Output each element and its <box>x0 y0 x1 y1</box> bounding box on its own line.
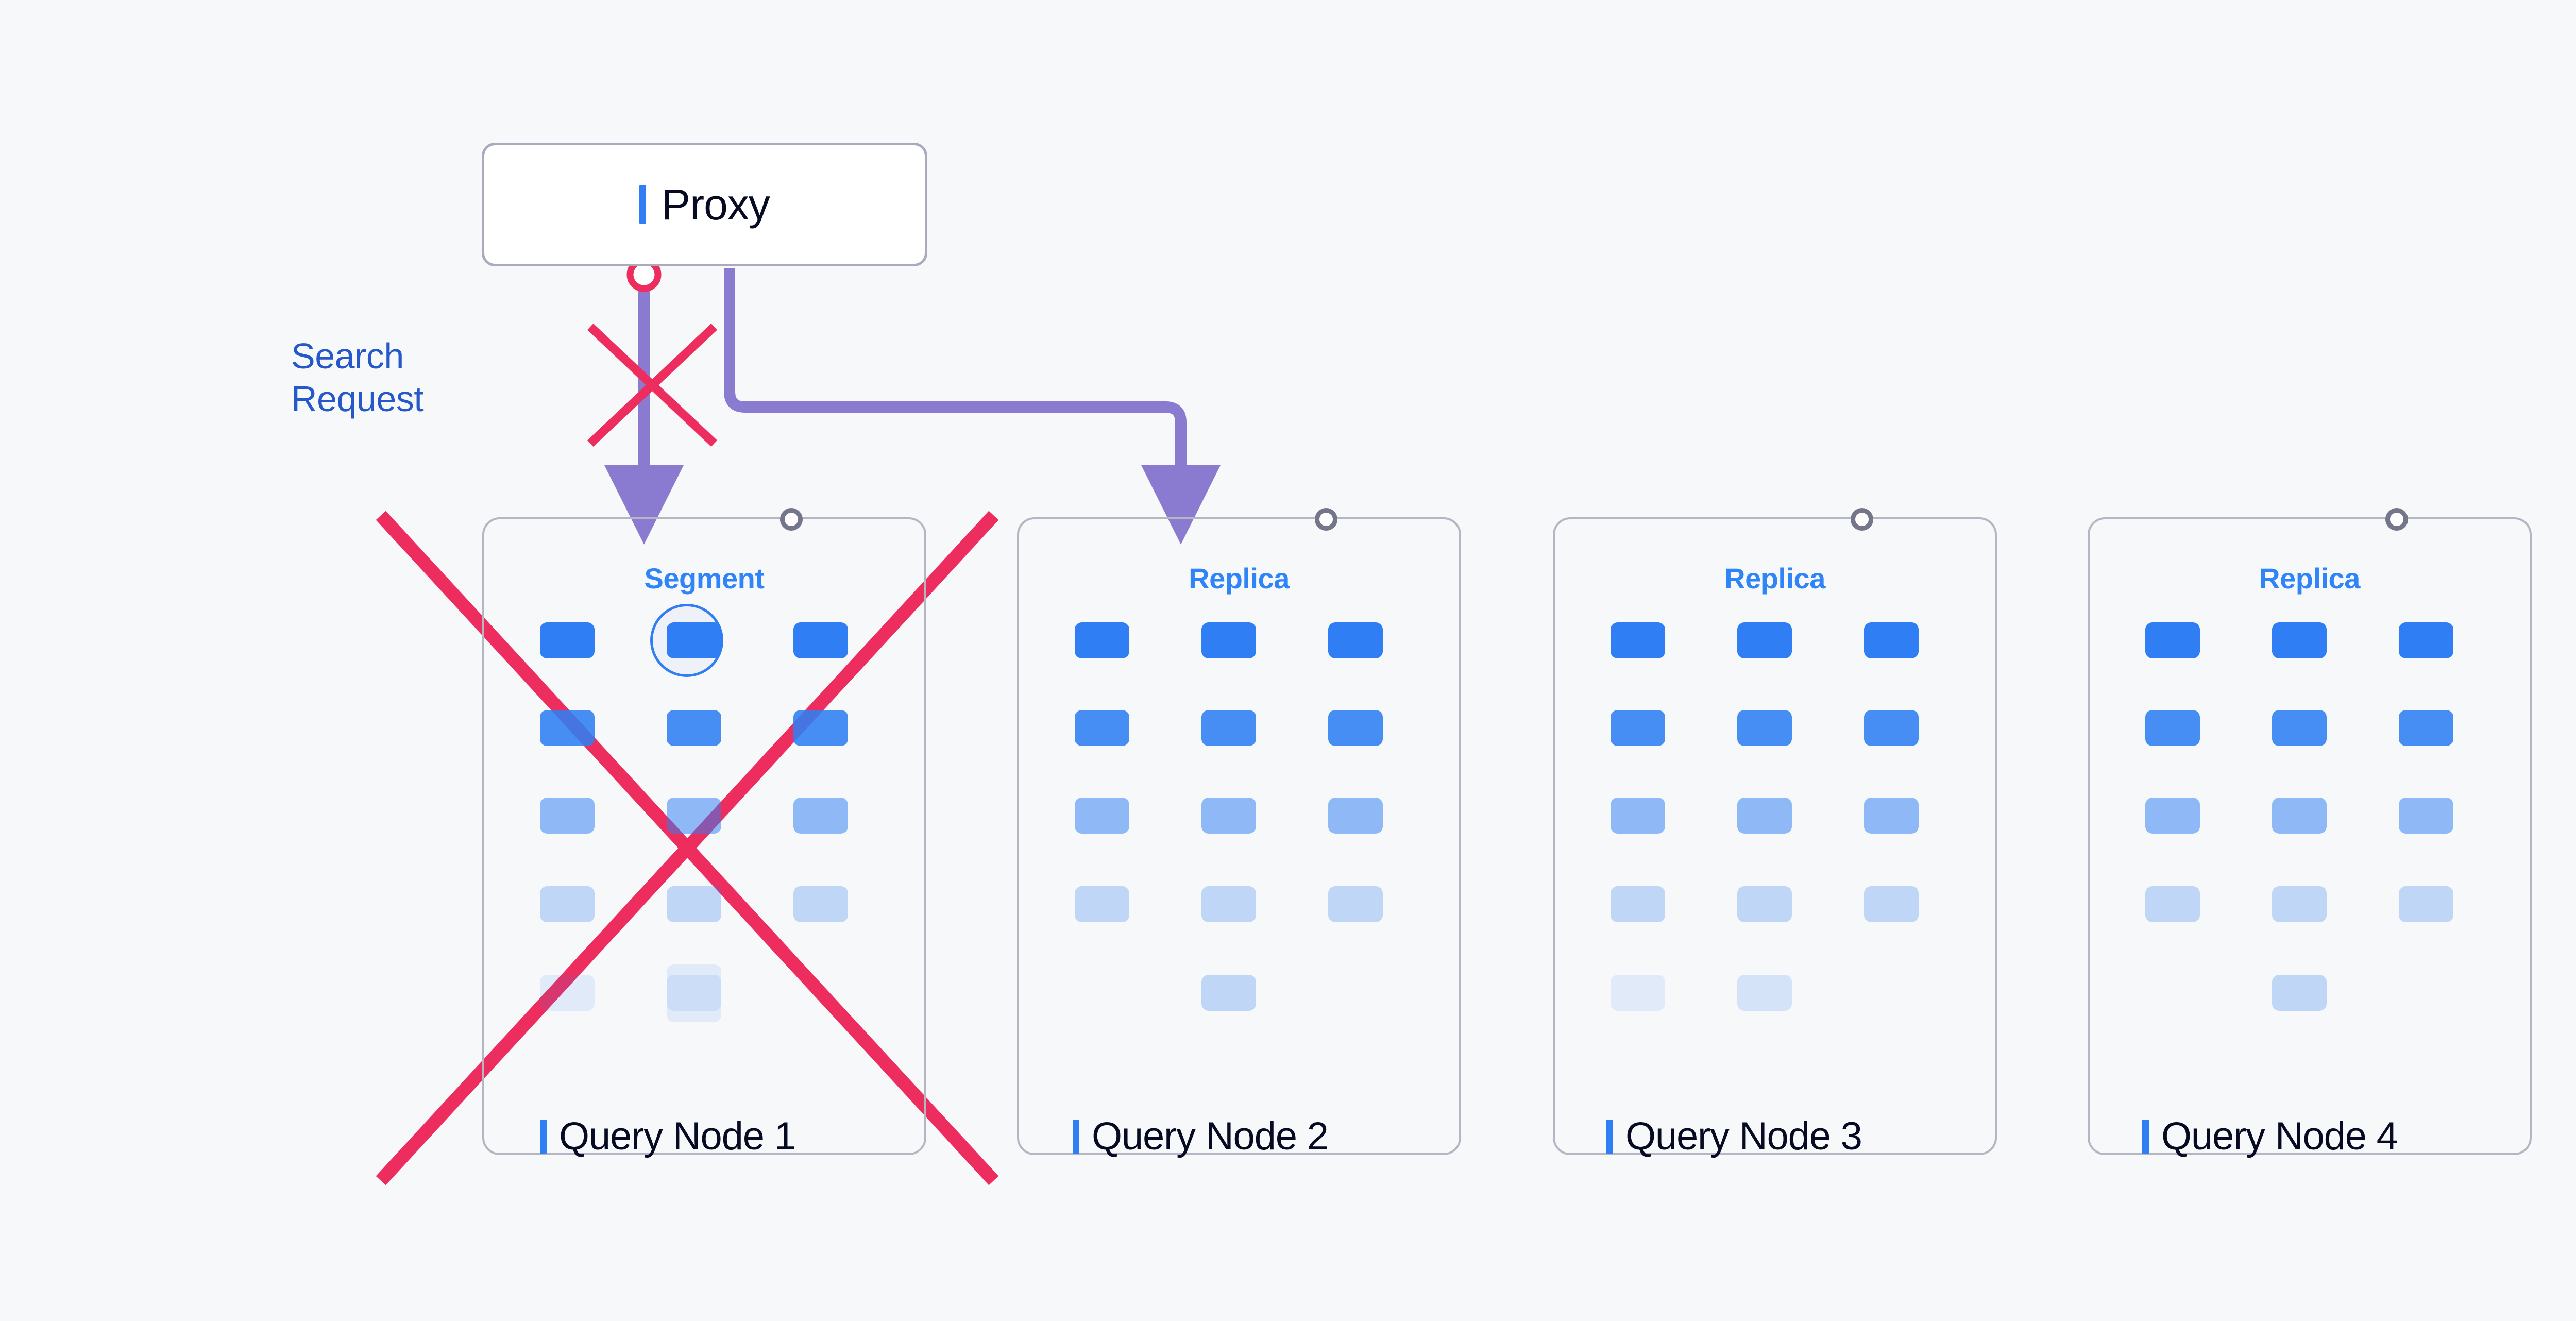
accent-bar-icon <box>1606 1120 1613 1154</box>
accent-bar-icon <box>2142 1120 2149 1154</box>
grid-cell <box>540 798 595 834</box>
grid-cell <box>1864 798 1919 834</box>
node-connector-dot-icon <box>1851 508 1873 531</box>
query-node-3-kind: Replica <box>1724 562 1825 595</box>
grid-cell <box>1864 710 1919 746</box>
grid-cell <box>540 710 595 746</box>
grid-cell <box>2272 710 2327 746</box>
grid-cell <box>1611 975 1665 1011</box>
grid-cell <box>2272 975 2327 1011</box>
query-node-4-kind: Replica <box>2259 562 2360 595</box>
query-node-2-label-text: Query Node 2 <box>1092 1114 1329 1158</box>
grid-cell <box>793 798 848 834</box>
grid-cell <box>540 622 595 658</box>
grid-cell <box>1328 622 1383 658</box>
query-node-3-card[interactable]: Replica <box>1553 508 1997 1155</box>
grid-cell <box>2145 798 2200 834</box>
red-cross-icon <box>587 323 718 447</box>
query-node-4-label: Query Node 4 <box>2142 1117 2398 1156</box>
proxy-box[interactable]: Proxy <box>482 143 927 266</box>
grid-cell <box>667 710 721 746</box>
grid-cell <box>1075 798 1129 834</box>
grid-cell <box>540 886 595 922</box>
query-node-3-label-text: Query Node 3 <box>1625 1114 1862 1158</box>
grid-cell <box>2399 622 2453 658</box>
grid-cell <box>1864 622 1919 658</box>
grid-cell <box>1328 798 1383 834</box>
grid-cell <box>1328 886 1383 922</box>
grid-cell <box>793 886 848 922</box>
grid-cell <box>2145 886 2200 922</box>
search-request-line-2: Request <box>291 378 424 419</box>
query-node-1-card[interactable]: Segment <box>482 508 926 1155</box>
query-node-2-grid <box>1061 622 1422 1045</box>
grid-cell <box>1201 886 1256 922</box>
search-request-line-1: Search <box>291 336 404 376</box>
grid-cell <box>1611 886 1665 922</box>
grid-cell <box>1737 886 1792 922</box>
query-node-4-grid <box>2132 622 2493 1045</box>
grid-cell <box>1737 798 1792 834</box>
node-connector-dot-icon <box>1315 508 1337 531</box>
query-node-4-card[interactable]: Replica <box>2088 508 2532 1155</box>
grid-cell <box>1201 975 1256 1011</box>
grid-cell <box>793 710 848 746</box>
query-node-1-kind: Segment <box>644 562 765 595</box>
grid-cell <box>2399 886 2453 922</box>
grid-cell <box>667 798 721 834</box>
accent-bar-icon <box>1073 1120 1079 1154</box>
grid-cell <box>1075 886 1129 922</box>
grid-cell <box>1611 798 1665 834</box>
grid-cell <box>667 886 721 922</box>
grid-cell <box>1864 886 1919 922</box>
grid-cell <box>2272 798 2327 834</box>
grid-cell <box>1075 622 1129 658</box>
grid-cell <box>1737 710 1792 746</box>
grid-cell <box>1611 622 1665 658</box>
query-node-1-label: Query Node 1 <box>540 1114 796 1158</box>
search-request-label: Search Request <box>291 335 424 420</box>
grid-cell <box>2399 710 2453 746</box>
query-node-2-card[interactable]: Replica <box>1017 508 1461 1155</box>
proxy-title: Proxy <box>662 180 770 229</box>
accent-bar-icon <box>540 1120 547 1154</box>
query-node-3-grid <box>1597 622 1958 1045</box>
grid-cell <box>667 975 721 1011</box>
grid-cell <box>1201 710 1256 746</box>
query-node-1-label-text: Query Node 1 <box>559 1114 796 1158</box>
grid-cell <box>1075 710 1129 746</box>
query-node-3-label: Query Node 3 <box>1606 1117 1862 1156</box>
query-node-2-label: Query Node 2 <box>1073 1114 1329 1158</box>
node-connector-dot-icon <box>2385 508 2408 531</box>
grid-cell <box>540 975 595 1011</box>
grid-cell <box>2272 622 2327 658</box>
grid-cell-highlighted <box>667 622 721 658</box>
grid-cell <box>2272 886 2327 922</box>
grid-cell <box>1201 622 1256 658</box>
node-connector-dot-icon <box>780 508 803 531</box>
grid-cell <box>1737 622 1792 658</box>
grid-cell <box>1611 710 1665 746</box>
grid-cell <box>2145 622 2200 658</box>
grid-cell <box>2399 798 2453 834</box>
query-node-4-label-text: Query Node 4 <box>2161 1114 2398 1158</box>
query-node-2-kind: Replica <box>1189 562 1290 595</box>
grid-cell <box>793 622 848 658</box>
grid-cell <box>1328 710 1383 746</box>
grid-cell <box>1737 975 1792 1011</box>
accent-bar-icon <box>639 185 647 224</box>
grid-cell <box>2145 710 2200 746</box>
edge-proxy-to-node2 <box>724 268 1221 545</box>
grid-cell <box>1201 798 1256 834</box>
query-node-1-grid <box>527 604 887 1045</box>
